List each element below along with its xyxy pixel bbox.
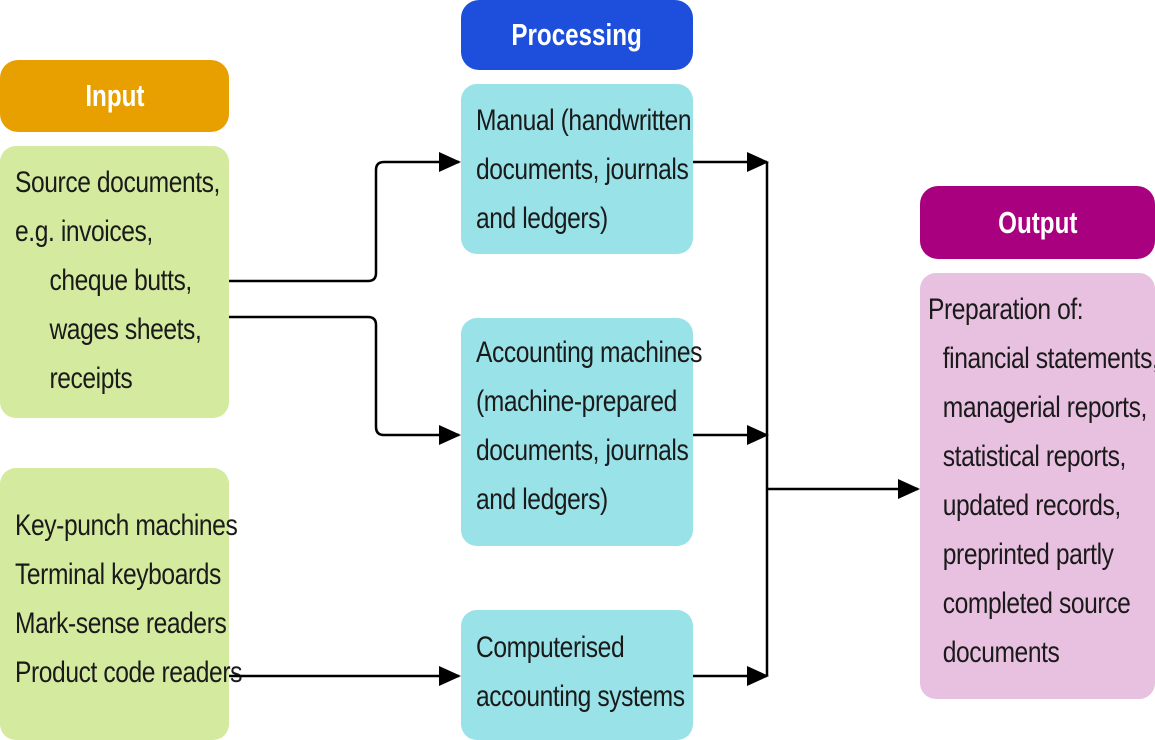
output-header: Output [920,186,1155,259]
input-doc-line: receipts [49,362,133,395]
processing-header: Processing [461,0,693,70]
output-line: financial statements, [942,342,1155,375]
input-doc-line: cheque butts, [49,264,192,297]
processing-manual-box: Manual (handwritten documents, journals … [461,84,693,254]
input-doc-line: wages sheets, [49,313,202,346]
output-line: preprinted partly [942,538,1114,571]
arrow-documents-to-manual [229,152,461,283]
processing-computerised-line: Computerised [476,631,625,664]
output-line: documents [942,636,1060,669]
output-line: Preparation of: [928,293,1084,326]
processing-machines-box: Accounting machines (machine-prepared do… [461,318,702,546]
processing-computerised-box: Computerised accounting systems [461,610,693,740]
output-header-label: Output [997,204,1078,240]
input-header-label: Input [84,78,145,113]
input-documents-box: Source documents, e.g. invoices, cheque … [0,146,229,418]
processing-manual-line: and ledgers) [476,202,608,235]
processing-machines-line: (machine-prepared [476,385,677,418]
arrow-documents-to-machines [229,315,461,445]
output-box: Preparation of: financial statements, ma… [920,273,1155,699]
processing-header-label: Processing [511,17,643,52]
input-doc-line: e.g. invoices, [15,215,153,248]
processing-machines-line: and ledgers) [476,483,608,516]
output-line: updated records, [942,489,1121,522]
output-line: completed source [942,587,1131,620]
input-header: Input [0,60,229,132]
output-line: managerial reports, [942,391,1148,424]
input-devices-box: Key-punch machines Terminal keyboards Ma… [0,468,242,740]
output-line: statistical reports, [942,440,1127,473]
